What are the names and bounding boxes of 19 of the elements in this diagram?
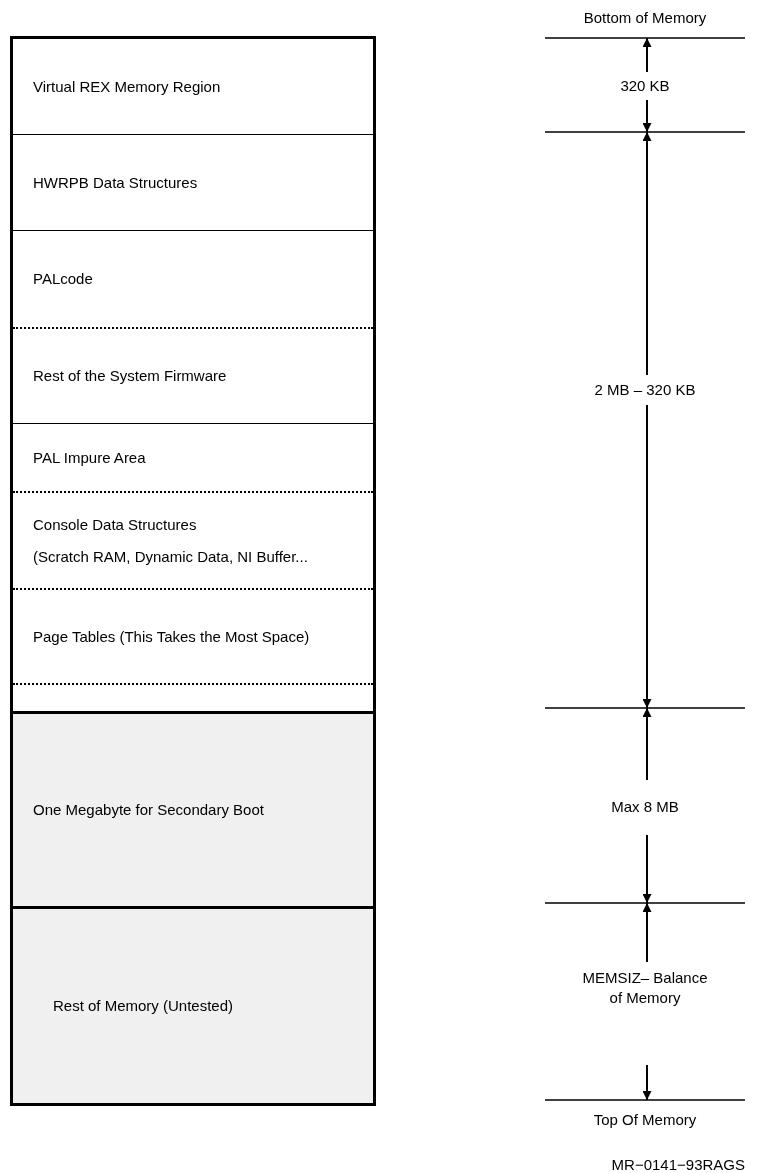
region-label: PALcode — [33, 269, 94, 289]
region-label: Rest of Memory (Untested) — [53, 996, 235, 1016]
region-label: PAL Impure Area — [33, 447, 147, 468]
figure-id: MR−0141−93RAGS — [610, 1155, 745, 1173]
region-label: Page Tables (This Takes the Most Space) — [33, 626, 311, 647]
region-label: HWRPB Data Structures — [33, 172, 199, 193]
dimension-label: 320 KB — [619, 76, 671, 96]
bound-label: Bottom of Memory — [582, 8, 708, 28]
memory-region — [13, 711, 373, 906]
region-label: Virtual REX Memory Region — [33, 76, 222, 97]
region-label: Rest of the System Firmware — [33, 366, 228, 386]
bound-label: Top Of Memory — [592, 1110, 698, 1130]
dimension-label: 2 MB – 320 KB — [593, 380, 697, 400]
dimension-label: Max 8 MB — [610, 797, 680, 817]
memory-region — [13, 906, 373, 1103]
dimension-label: MEMSIZ– Balance of Memory — [581, 968, 709, 1008]
region-label: One Megabyte for Secondary Boot — [33, 800, 265, 820]
region-label: Console Data Structures — [33, 514, 198, 535]
region-label: (Scratch RAM, Dynamic Data, NI Buffer... — [33, 546, 309, 567]
